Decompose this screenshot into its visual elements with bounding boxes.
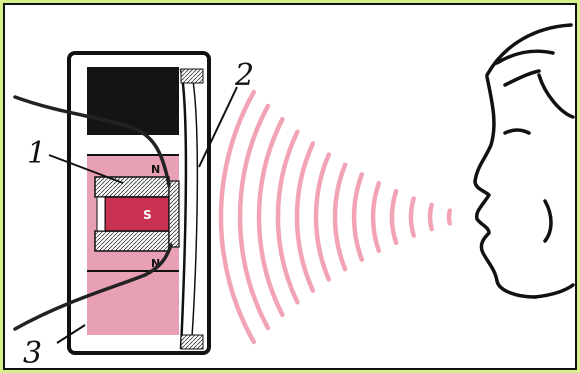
sound-wave-arc (335, 165, 345, 269)
pole-n-top-label: N (151, 163, 160, 176)
sound-wave-arc (411, 199, 414, 236)
jaw-line (535, 285, 573, 297)
label-2: 2 (234, 58, 254, 93)
face-outline (475, 77, 535, 297)
label-1: 1 (27, 136, 46, 171)
magnet-core (105, 197, 169, 231)
sound-wave-arc (430, 205, 432, 229)
housing-top-block (87, 67, 179, 135)
child-face-profile (475, 25, 573, 297)
sound-wave-arc (240, 106, 268, 328)
sound-wave-arc (392, 191, 396, 243)
magnet-bottom-pole (95, 231, 169, 251)
ear (545, 201, 551, 241)
sound-wave-arc (449, 211, 450, 224)
pole-s-label: S (143, 208, 152, 222)
magnet-top-pole (95, 177, 169, 197)
coil (169, 181, 179, 247)
hairline (539, 75, 573, 117)
sound-wave-arc (278, 132, 297, 303)
microphone-diagram: S N N 1 2 3 (5, 5, 575, 368)
label-3: 3 (23, 336, 42, 368)
eye (505, 130, 529, 133)
sound-waves (221, 92, 450, 342)
sound-wave-arc (297, 143, 313, 290)
sound-wave-arc (373, 183, 379, 251)
sound-wave-arc (221, 92, 254, 342)
diagram-frame: S N N 1 2 3 (3, 3, 577, 370)
sound-wave-arc (354, 174, 362, 259)
sound-wave-arc (316, 155, 329, 280)
